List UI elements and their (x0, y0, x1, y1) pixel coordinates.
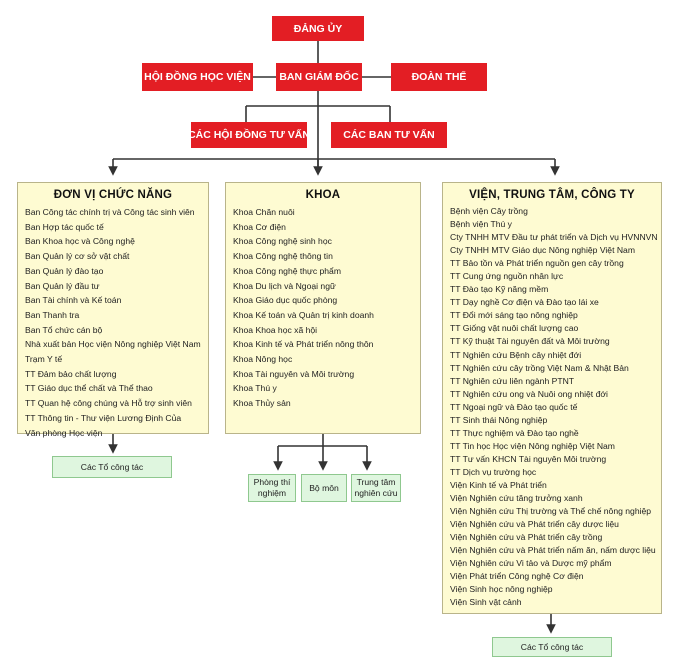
list-item[interactable]: Viện Kinh tế và Phát triển (450, 479, 547, 490)
list-item[interactable]: Trạm Y tế (25, 354, 63, 365)
research-centers-box[interactable]: Trung tâm nghiên cứu (351, 474, 401, 502)
list-item[interactable]: TT Đào tạo Kỹ năng mềm (450, 284, 549, 295)
institutes-title: VIỆN, TRUNG TÂM, CÔNG TY (469, 189, 635, 201)
list-item[interactable]: TT Cung ứng nguồn nhân lực (450, 271, 564, 282)
list-item[interactable]: Khoa Công nghệ thông tin (233, 251, 333, 262)
list-item[interactable]: Văn phòng Học viện (25, 427, 103, 438)
list-item[interactable]: TT Bảo tồn và Phát triển nguồn gen cây t… (450, 258, 624, 269)
list-item[interactable]: Viện Nghiên cứu và Phát triển cây trồng (450, 532, 603, 543)
list-item[interactable]: Khoa Công nghệ sinh học (233, 236, 332, 247)
list-item[interactable]: Nhà xuất bản Học viện Nông nghiệp Việt N… (25, 339, 201, 350)
list-item[interactable]: TT Đổi mới sáng tạo nông nghiệp (450, 310, 578, 321)
institutes-work-teams-box[interactable]: Các Tổ công tác (492, 637, 612, 657)
list-item[interactable]: Viện Nghiên cứu và Phát triển cây dược l… (450, 519, 619, 530)
list-item[interactable]: TT Giáo dục thể chất và Thể thao (25, 383, 153, 394)
advisory-boards-box[interactable]: CÁC BAN TƯ VẤN (331, 122, 447, 148)
list-item[interactable]: Viện Nghiên cứu tăng trưởng xanh (450, 493, 583, 504)
list-item[interactable]: Ban Quản lý cơ sở vật chất (25, 251, 130, 262)
list-item[interactable]: Viện Nghiên cứu Vi tảo và Dược mỹ phẩm (450, 558, 612, 569)
list-item[interactable]: Khoa Tài nguyên và Môi trường (233, 368, 355, 379)
list-item[interactable]: TT Kỹ thuật Tài nguyên đất và Môi trường (450, 336, 610, 347)
list-item[interactable]: TT Đảm bảo chất lượng (25, 368, 117, 379)
list-item[interactable]: Khoa Công nghệ thực phẩm (233, 265, 341, 276)
list-item[interactable]: TT Nghiên cứu liên ngành PTNT (450, 375, 575, 386)
faculties-title: KHOA (305, 189, 341, 201)
list-item[interactable]: Khoa Nông học (233, 354, 293, 365)
list-item[interactable]: Khoa Kế toán và Quản trị kinh doanh (233, 309, 374, 320)
list-item[interactable]: Khoa Khoa học xã hội (233, 324, 318, 335)
functional-units-work-teams-box[interactable]: Các Tổ công tác (52, 456, 172, 478)
list-item[interactable]: Viện Phát triển Công nghệ Cơ điện (450, 571, 584, 582)
list-item[interactable]: TT Tư vấn KHCN Tài nguyên Môi trường (450, 453, 607, 464)
list-item[interactable]: Viện Sinh học nông nghiệp (450, 584, 553, 595)
laboratories-box[interactable]: Phòng thí nghiệm (248, 474, 296, 502)
unions-box[interactable]: ĐOÀN THỂ (391, 63, 487, 91)
list-item[interactable]: TT Quan hệ công chúng và Hỗ trợ sinh viê… (25, 398, 192, 409)
list-item[interactable]: TT Nghiên cứu ong và Nuôi ong nhiệt đới (450, 388, 608, 399)
list-item[interactable]: Viện Nghiên cứu và Phát triển nấm ăn, nấ… (450, 545, 656, 556)
list-item[interactable]: TT Nghiên cứu cây trồng Việt Nam & Nhật … (450, 362, 629, 373)
faculties-panel: KHOA Khoa Chăn nuôi Khoa Cơ điện Khoa Cô… (225, 182, 421, 434)
list-item[interactable]: TT Giống vật nuôi chất lượng cao (450, 323, 579, 334)
functional-units-title: ĐƠN VỊ CHỨC NĂNG (53, 189, 173, 201)
list-item[interactable]: Khoa Thủy sản (233, 398, 291, 409)
list-item[interactable]: TT Ngoại ngữ và Đào tạo quốc tế (450, 401, 578, 412)
list-item[interactable]: Bệnh viện Thú y (450, 219, 512, 230)
list-item[interactable]: TT Tin học Học viện Nông nghiệp Việt Nam (450, 440, 615, 451)
list-item[interactable]: Khoa Thú y (233, 383, 277, 394)
list-item[interactable]: Ban Tài chính và Kế toán (25, 295, 122, 306)
list-item[interactable]: Viện Nghiên cứu Thị trường và Thể chế nô… (450, 506, 652, 517)
board-of-directors-box[interactable]: BAN GIÁM ĐỐC (276, 63, 362, 91)
list-item[interactable]: Viện Sinh vật cảnh (450, 597, 522, 608)
list-item[interactable]: Ban Hợp tác quốc tế (25, 221, 104, 232)
functional-units-list: Ban Công tác chính trị và Công tác sinh … (18, 205, 208, 440)
departments-box[interactable]: Bộ môn (301, 474, 347, 502)
institutes-list: Bệnh viện Cây trồng Bệnh viện Thú y Cty … (443, 205, 661, 609)
list-item[interactable]: TT Dạy nghề Cơ điện và Đào tạo lái xe (450, 297, 599, 308)
list-item[interactable]: TT Dịch vụ trường học (450, 466, 537, 477)
list-item[interactable]: Ban Khoa học và Công nghệ (25, 236, 135, 247)
advisory-councils-box[interactable]: CÁC HỘI ĐỒNG TƯ VẤN (188, 122, 310, 148)
list-item[interactable]: Ban Công tác chính trị và Công tác sinh … (25, 207, 195, 217)
list-item[interactable]: Ban Quản lý đầu tư (25, 280, 100, 291)
academy-council-box[interactable]: HỘI ĐỒNG HỌC VIỆN (142, 63, 253, 91)
list-item[interactable]: TT Thực nghiệm và Đào tạo nghề (450, 427, 579, 438)
list-item[interactable]: TT Nghiên cứu Bệnh cây nhiệt đới (450, 349, 582, 360)
list-item[interactable]: Khoa Giáo dục quốc phòng (233, 295, 338, 306)
list-item[interactable]: TT Sinh thái Nông nghiệp (450, 414, 548, 425)
list-item[interactable]: Cty TNHH MTV Giáo dục Nông nghiệp Việt N… (450, 245, 636, 256)
party-committee-box[interactable]: ĐẢNG ỦY (272, 16, 364, 41)
list-item[interactable]: Khoa Cơ điện (233, 221, 286, 232)
list-item[interactable]: Khoa Kinh tế và Phát triển nông thôn (233, 339, 374, 350)
functional-units-panel: ĐƠN VỊ CHỨC NĂNG Ban Công tác chính trị … (17, 182, 209, 438)
list-item[interactable]: Cty TNHH MTV Đầu tư phát triển và Dịch v… (450, 232, 658, 243)
list-item[interactable]: Ban Quản lý đào tạo (25, 265, 104, 276)
list-item[interactable]: Khoa Chăn nuôi (233, 207, 295, 217)
list-item[interactable]: Ban Thanh tra (25, 309, 80, 320)
list-item[interactable]: TT Thông tin - Thư viện Lương Định Của (25, 412, 182, 423)
list-item[interactable]: Bệnh viện Cây trồng (450, 206, 528, 216)
faculties-list: Khoa Chăn nuôi Khoa Cơ điện Khoa Công ng… (226, 205, 420, 411)
list-item[interactable]: Khoa Du lịch và Ngoại ngữ (233, 280, 336, 291)
list-item[interactable]: Ban Tổ chức cán bộ (25, 324, 103, 335)
institutes-panel: VIỆN, TRUNG TÂM, CÔNG TY Bệnh viện Cây t… (442, 182, 662, 614)
